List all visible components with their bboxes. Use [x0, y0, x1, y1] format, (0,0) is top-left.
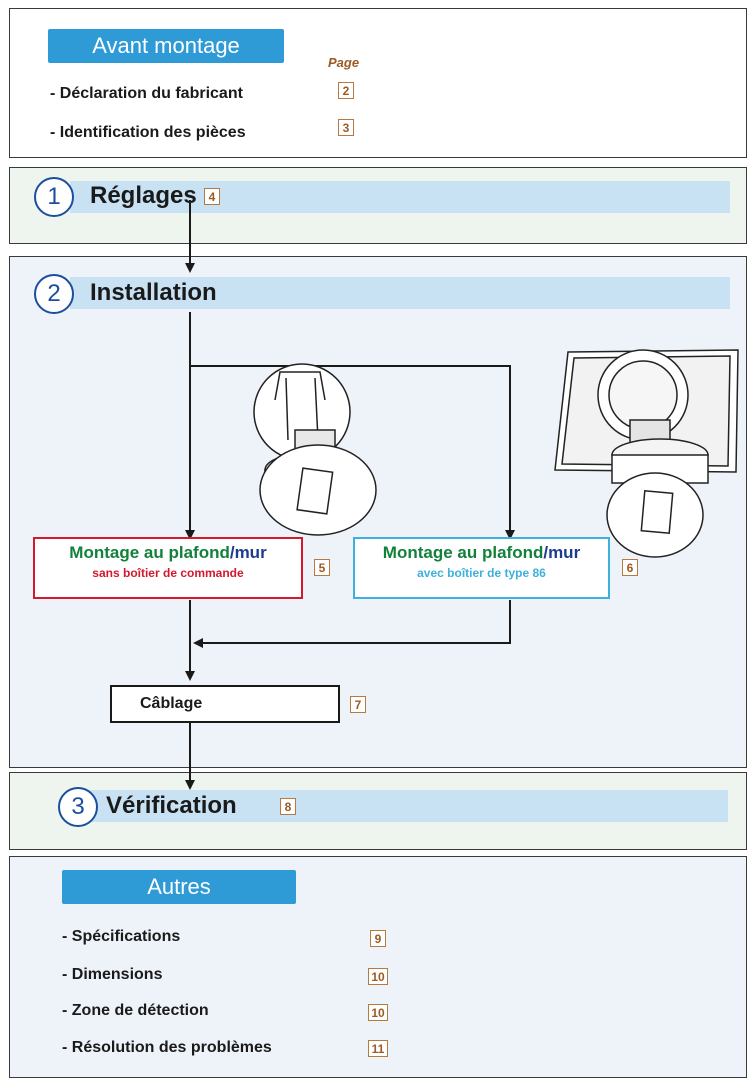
item-dimensions[interactable]: - Dimensions	[62, 966, 163, 983]
page-ref-7[interactable]: 7	[350, 696, 366, 713]
installation-panel: 2 Installation	[9, 256, 747, 768]
flow-line-merge	[193, 600, 511, 648]
avant-montage-title: Avant montage	[48, 29, 284, 63]
sensor-illustration-ceiling	[253, 363, 377, 536]
step-2-circle: 2	[34, 274, 74, 314]
reglages-bar	[70, 181, 730, 213]
item-declaration-fabricant[interactable]: - Déclaration du fabricant	[50, 85, 243, 102]
montage-avec-boitier-title: Montage au plafond	[382, 543, 544, 562]
page-column-label: Page	[328, 55, 360, 70]
avant-montage-panel: Avant montage Page - Déclaration du fabr…	[9, 8, 747, 158]
item-specifications[interactable]: - Spécifications	[62, 928, 181, 945]
page-ref-5[interactable]: 5	[314, 559, 330, 576]
page-ref-3[interactable]: 3	[338, 119, 354, 136]
verification-bar	[90, 790, 728, 822]
autres-title: Autres	[62, 870, 296, 904]
item-identification-pieces[interactable]: - Identification des pièces	[50, 124, 246, 141]
step-1-circle: 1	[34, 177, 74, 217]
verification-title[interactable]: Vérification	[106, 792, 237, 819]
montage-sans-boitier-subtitle: sans boîtier de commande	[92, 566, 244, 580]
page-ref-6[interactable]: 6	[622, 559, 638, 576]
step-3-circle: 3	[58, 787, 98, 827]
item-zone-detection[interactable]: - Zone de détection	[62, 1002, 209, 1019]
installation-title[interactable]: Installation	[90, 279, 217, 306]
verification-panel: 3 Vérification 8	[9, 772, 747, 850]
autres-panel: Autres - Spécifications 9 - Dimensions 1…	[9, 856, 747, 1078]
sensor-illustration-box86	[554, 349, 739, 558]
page-ref-9[interactable]: 9	[370, 930, 386, 947]
montage-sans-boitier-title-suffix: /mur	[229, 543, 267, 562]
cablage-box[interactable]: Câblage	[110, 685, 340, 723]
page-ref-8[interactable]: 8	[280, 798, 296, 815]
page-ref-4[interactable]: 4	[204, 188, 220, 205]
montage-avec-boitier-title-suffix: /mur	[543, 543, 581, 562]
installation-bar	[70, 277, 730, 309]
page-ref-2[interactable]: 2	[338, 82, 354, 99]
montage-sans-boitier-title: Montage au plafond	[69, 543, 230, 562]
reglages-title[interactable]: Réglages	[90, 182, 197, 209]
reglages-panel: 1 Réglages 4	[9, 167, 747, 244]
page-ref-10a[interactable]: 10	[368, 968, 388, 985]
page-ref-11[interactable]: 11	[368, 1040, 388, 1057]
page-ref-10b[interactable]: 10	[368, 1004, 388, 1021]
montage-avec-boitier-subtitle: avec boîtier de type 86	[417, 566, 546, 580]
item-resolution-problemes[interactable]: - Résolution des problèmes	[62, 1039, 272, 1056]
montage-avec-boitier-box[interactable]: Montage au plafond/mur avec boîtier de t…	[353, 537, 610, 599]
montage-sans-boitier-box[interactable]: Montage au plafond/mur sans boîtier de c…	[33, 537, 303, 599]
